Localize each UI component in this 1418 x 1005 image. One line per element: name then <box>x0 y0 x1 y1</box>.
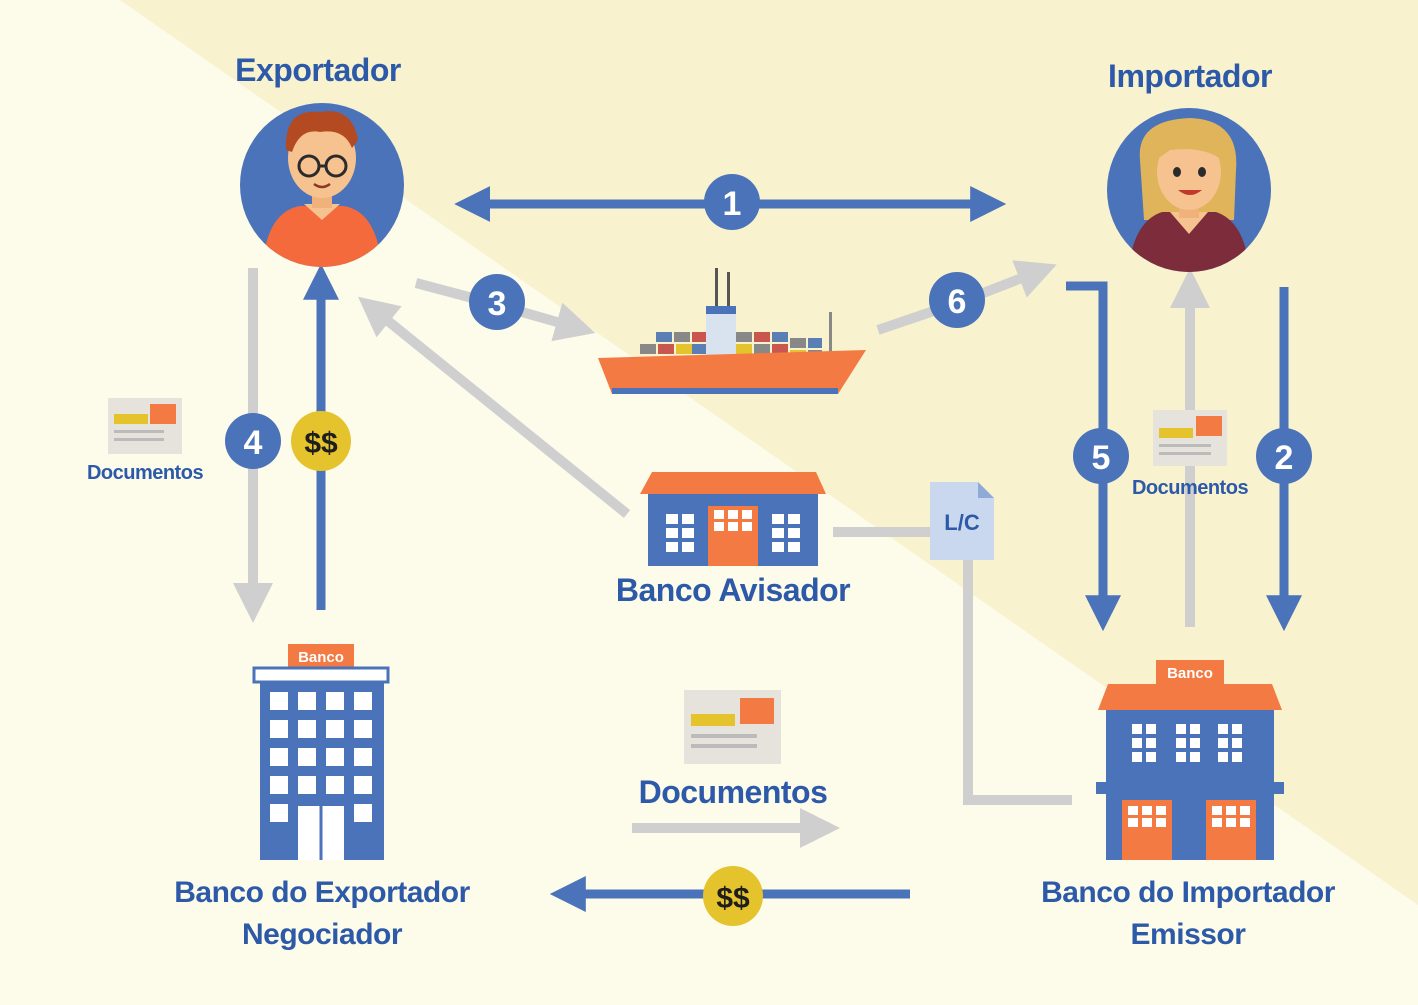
money-coin-bottom: $$ <box>703 866 763 926</box>
exporter-avatar <box>240 103 404 267</box>
importer-bank-name: Banco do Importador <box>1041 876 1335 909</box>
importer-label: Importador <box>1108 58 1272 94</box>
exporter-bank-label: Banco do Exportador Negociador <box>150 872 494 956</box>
svg-text:4: 4 <box>244 424 263 462</box>
svg-text:Banco: Banco <box>1167 665 1213 682</box>
documents-left-label: Documentos <box>86 462 204 484</box>
svg-text:3: 3 <box>488 285 507 323</box>
step-5-badge: 5 <box>1073 428 1129 484</box>
svg-text:L/C: L/C <box>944 510 980 535</box>
svg-text:1: 1 <box>723 185 742 223</box>
svg-text:Banco: Banco <box>298 649 344 666</box>
document-icon-right <box>1153 410 1227 466</box>
exporter-bank-name: Banco do Exportador <box>174 876 470 909</box>
exporter-label: Exportador <box>235 52 401 88</box>
documents-center-label: Documentos <box>638 774 828 810</box>
document-icon-left <box>108 398 182 454</box>
lc-line-to-issuer <box>963 560 1072 805</box>
advising-bank-building <box>640 472 826 566</box>
svg-text:5: 5 <box>1092 439 1111 477</box>
step-4-badge: 4 <box>225 413 281 469</box>
step-3-badge: 3 <box>469 274 525 330</box>
step-1-badge: 1 <box>704 174 760 230</box>
step-2-badge: 2 <box>1256 428 1312 484</box>
document-icon-center <box>684 690 781 764</box>
importer-bank-building: Banco <box>1096 660 1284 860</box>
lc-document-icon: L/C <box>930 482 994 560</box>
arrow-step-5 <box>1066 281 1121 632</box>
svg-text:6: 6 <box>948 283 967 321</box>
documents-right-label: Documentos <box>1131 477 1249 499</box>
money-coin-exporter: $$ <box>291 411 351 471</box>
arrow-advising-to-exporter <box>357 296 631 518</box>
advising-bank-label: Banco Avisador <box>615 572 851 608</box>
importer-avatar <box>1107 108 1271 272</box>
importer-bank-label: Banco do Importador Emissor <box>1014 872 1362 956</box>
cargo-ship <box>598 268 866 394</box>
step-6-badge: 6 <box>929 272 985 328</box>
svg-text:$$: $$ <box>716 882 750 915</box>
exporter-bank-building: Banco <box>252 644 390 860</box>
svg-text:$$: $$ <box>304 427 338 460</box>
exporter-bank-role: Negociador <box>241 918 403 951</box>
svg-text:2: 2 <box>1275 439 1294 477</box>
importer-bank-role: Emissor <box>1130 918 1246 951</box>
